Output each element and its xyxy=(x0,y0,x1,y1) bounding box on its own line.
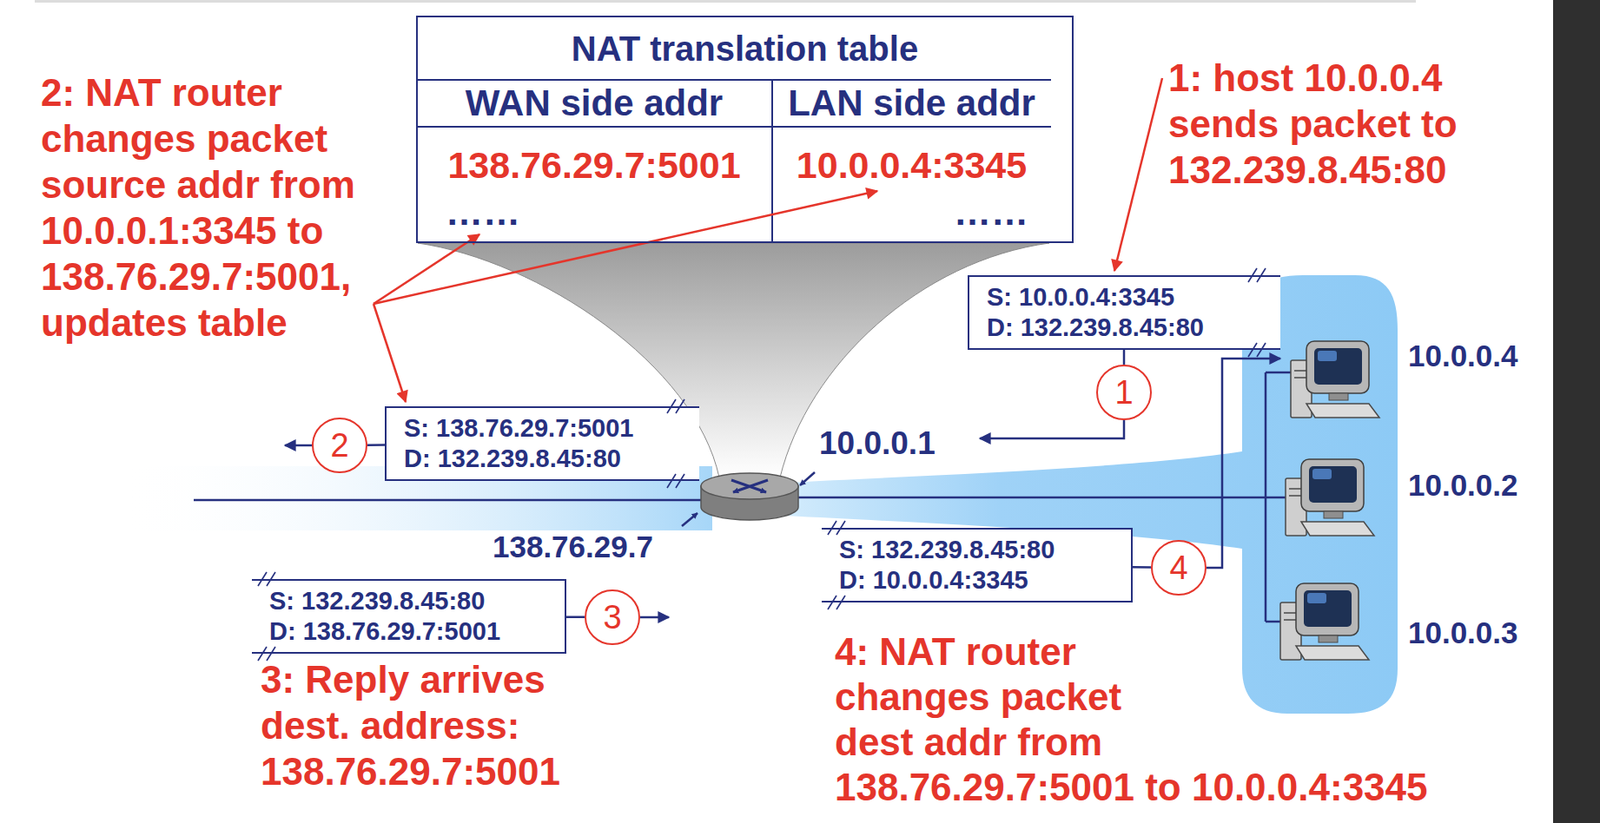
flow-arrow xyxy=(1206,358,1281,569)
packet-box: S: 10.0.0.4:3345D: 132.239.8.45:80 xyxy=(967,275,1281,351)
lan-link xyxy=(793,496,1290,500)
host-address: 10.0.0.2 xyxy=(1408,466,1519,505)
table-title: NAT translation table xyxy=(417,17,1072,80)
table-rule xyxy=(416,79,1052,81)
connector xyxy=(1132,566,1151,569)
break-mark-stroke xyxy=(827,595,837,610)
break-mark-stroke xyxy=(675,474,685,489)
pointer-arrow xyxy=(681,513,698,527)
callout-text: 1: host 10.0.0.4 sends packet to 132.239… xyxy=(1168,54,1492,193)
packet-box: S: 132.239.8.45:80D: 138.76.29.7:5001 xyxy=(251,579,567,655)
slide-top-edge xyxy=(34,0,1416,3)
router-top xyxy=(700,473,799,500)
table-cell: …… xyxy=(953,189,1029,235)
callout-number: 4 xyxy=(1169,551,1188,585)
leader-line xyxy=(373,234,480,305)
break-mark-stroke xyxy=(1256,343,1266,358)
flow-arrow xyxy=(640,616,669,620)
callout-number: 3 xyxy=(602,601,622,635)
flow-arrow xyxy=(284,444,312,448)
break-mark-stroke xyxy=(836,521,846,536)
table-cell: 10.0.0.4:3345 xyxy=(772,142,1052,188)
host-computer xyxy=(1280,583,1369,661)
host-address: 10.0.0.3 xyxy=(1408,614,1519,653)
flow-arrow xyxy=(979,420,1124,439)
break-mark-stroke xyxy=(827,521,837,536)
packet-field: S: 132.239.8.45:80 xyxy=(269,586,485,617)
callout-number: 1 xyxy=(1114,376,1133,410)
leader-line xyxy=(1114,78,1163,272)
column-header: LAN side addr xyxy=(772,79,1052,127)
break-mark-stroke xyxy=(667,399,676,414)
packet-box: S: 138.76.29.7:5001D: 132.239.8.45:80 xyxy=(384,406,700,482)
callout-number: 2 xyxy=(330,429,349,463)
packet-field: S: 10.0.0.4:3345 xyxy=(986,282,1175,313)
callout-text: 2: NAT router changes packet source addr… xyxy=(40,69,376,346)
break-mark-stroke xyxy=(667,474,676,489)
ip-label: 138.76.29.7 xyxy=(492,528,654,567)
break-mark-stroke xyxy=(257,572,267,587)
step-circle: 2 xyxy=(311,417,368,474)
callout-text: 3: Reply arrives dest. address: 138.76.2… xyxy=(260,656,584,795)
break-mark-stroke xyxy=(1256,268,1266,283)
connector xyxy=(1123,350,1126,365)
host-address: 10.0.0.4 xyxy=(1408,337,1519,376)
lan-bus xyxy=(1264,372,1268,622)
packet-field: D: 132.239.8.45:80 xyxy=(403,443,622,475)
table-cell: 138.76.29.7:5001 xyxy=(416,142,773,188)
packet-field: D: 138.76.29.7:5001 xyxy=(269,616,501,648)
table-cell: …… xyxy=(445,189,521,235)
connector xyxy=(566,616,585,620)
wan-link xyxy=(193,499,706,503)
table-rule xyxy=(416,125,1052,128)
break-mark-stroke xyxy=(1248,268,1257,283)
packet-box: S: 132.239.8.45:80D: 10.0.0.4:3345 xyxy=(821,528,1133,603)
column-header: WAN side addr xyxy=(416,79,773,127)
host-computer xyxy=(1285,459,1375,536)
step-circle: 3 xyxy=(584,589,641,646)
break-mark-stroke xyxy=(836,595,846,610)
router-symbol xyxy=(733,480,768,493)
ip-label: 10.0.0.1 xyxy=(819,424,936,463)
connector xyxy=(367,443,385,447)
callout-text: 4: NAT router changes packet dest addr f… xyxy=(834,629,1443,811)
break-mark-stroke xyxy=(266,572,276,587)
packet-field: D: 10.0.0.4:3345 xyxy=(839,565,1029,596)
step-circle: 1 xyxy=(1096,364,1152,421)
lan-link xyxy=(1265,371,1291,375)
pointer-arrow xyxy=(800,472,815,486)
host-computer xyxy=(1290,341,1380,418)
packet-field: S: 132.239.8.45:80 xyxy=(839,535,1055,566)
packet-field: S: 138.76.29.7:5001 xyxy=(403,413,634,444)
step-circle: 4 xyxy=(1150,540,1207,596)
table-rule xyxy=(771,79,774,244)
leader-line xyxy=(373,304,406,403)
window-edge xyxy=(1553,0,1600,823)
break-mark-stroke xyxy=(1248,343,1257,358)
wrap-spacer xyxy=(1164,629,1443,766)
packet-field: D: 132.239.8.45:80 xyxy=(986,312,1204,344)
break-mark-stroke xyxy=(675,399,685,414)
nat-router xyxy=(700,473,799,521)
